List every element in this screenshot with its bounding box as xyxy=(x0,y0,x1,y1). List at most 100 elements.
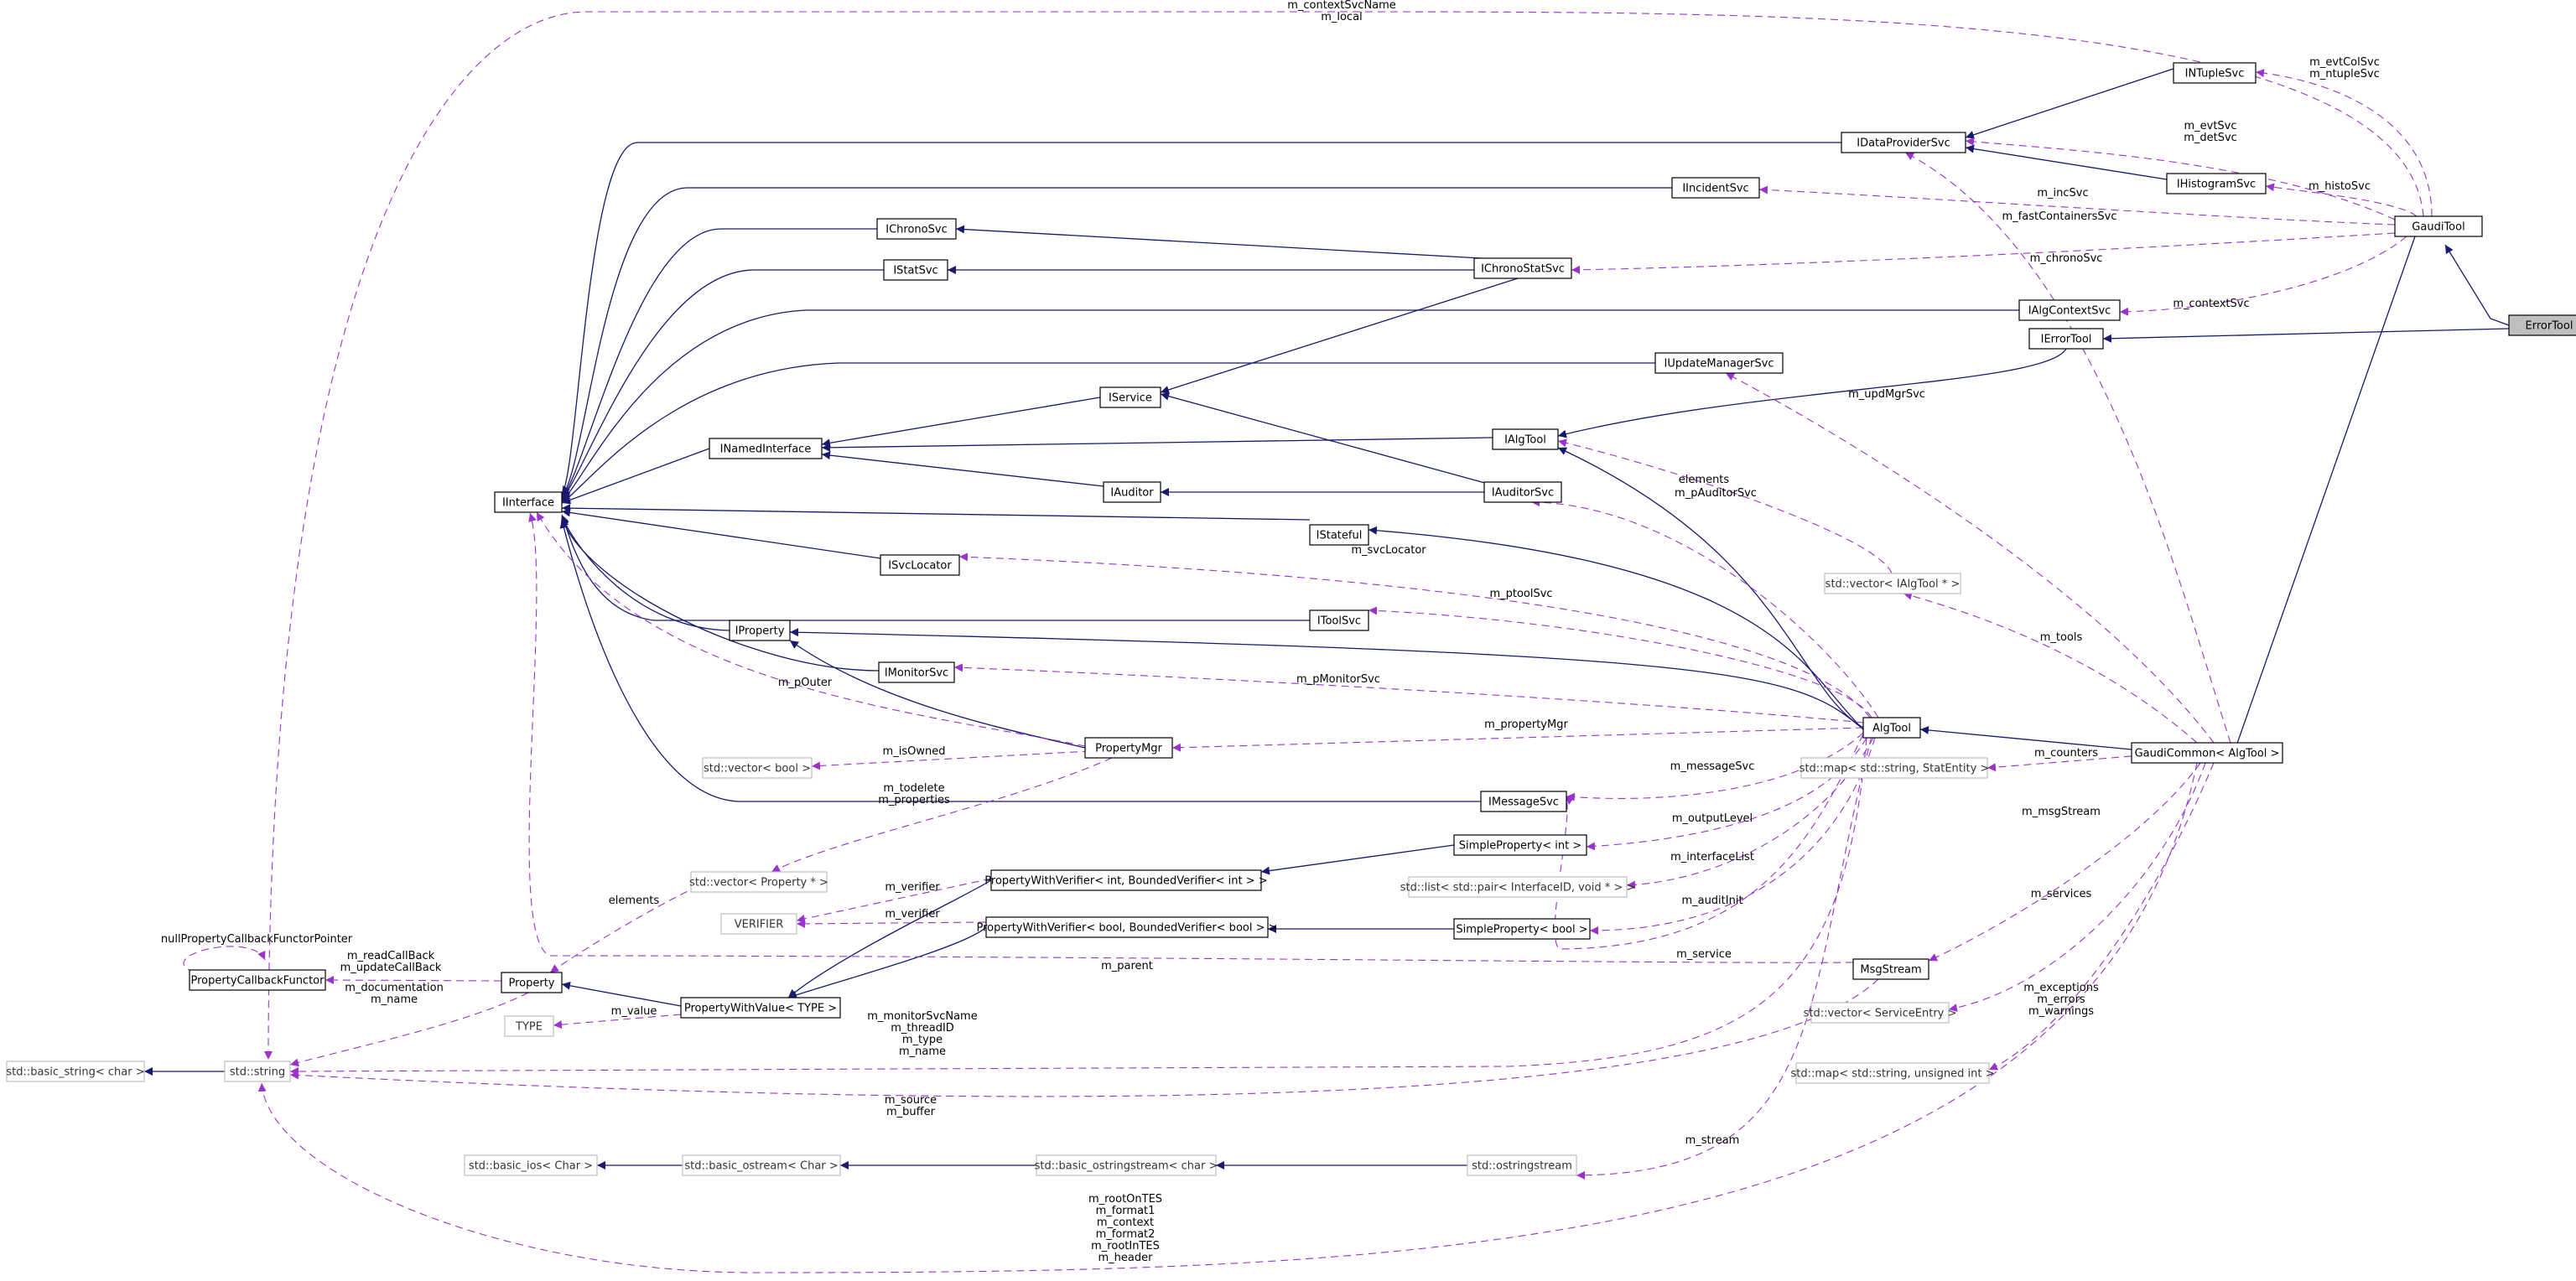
usage-edge-p-auditor-svc xyxy=(1530,498,1879,718)
class-box xyxy=(1036,1154,1217,1176)
class-node-property-callback-functor[interactable]: PropertyCallbackFunctor xyxy=(189,969,326,991)
edge-label-line: m_incSvc xyxy=(2037,187,2088,200)
edge-label-line: m_contextSvcName xyxy=(1287,0,1396,12)
inheritance-edge-ichrono-stat-svc-to-ichrono-svc xyxy=(955,225,1482,259)
edge-label-line: m_documentation xyxy=(345,982,444,994)
usage-edge-inc-svc xyxy=(1758,185,2396,226)
usage-edge-ptool-svc xyxy=(1368,606,1872,718)
class-name: IUpdateManagerSvc xyxy=(1665,358,1774,371)
usage-edge-monitor-svc-name xyxy=(289,737,1867,1076)
edge-label-verifier2: m_verifier xyxy=(885,908,940,921)
class-box xyxy=(1492,428,1559,450)
class-node-ierror-tool[interactable]: IErrorTool xyxy=(2028,328,2104,350)
class-node-ichrono-svc[interactable]: IChronoSvc xyxy=(876,218,957,240)
class-box xyxy=(702,757,813,779)
class-node-idata-provider-svc[interactable]: IDataProviderSvc xyxy=(1841,132,1966,153)
class-node-error-tool[interactable]: ErrorTool xyxy=(2508,314,2576,336)
edge-label-inc-svc: m_incSvc xyxy=(2037,187,2088,200)
class-node-property-with-value[interactable]: PropertyWithValue< TYPE > xyxy=(680,997,841,1019)
edge-label-line: m_context xyxy=(1097,1216,1154,1229)
class-name: IStatSvc xyxy=(893,265,937,277)
class-node-iinterface[interactable]: IInterface xyxy=(494,491,563,513)
class-node-inamed-interface[interactable]: INamedInterface xyxy=(709,438,823,459)
edges-layer xyxy=(144,11,2510,1273)
class-node-vector-bool[interactable]: std::vector< bool > xyxy=(702,757,813,779)
edge-label-line: m_source xyxy=(885,1094,937,1107)
class-node-ialg-tool[interactable]: IAlgTool xyxy=(1492,428,1559,450)
usage-edge-verifier1 xyxy=(796,878,992,923)
class-node-property[interactable]: Property xyxy=(501,972,563,993)
class-node-simple-property-int[interactable]: SimpleProperty< int > xyxy=(1453,834,1587,856)
class-node-vector-service-entry[interactable]: std::vector< ServiceEntry > xyxy=(1804,1002,1957,1024)
class-node-alg-tool[interactable]: AlgTool xyxy=(1862,717,1921,739)
edge-label-line: m_interfaceList xyxy=(1670,851,1754,864)
inheritance-edge-alg-tool-to-istateful xyxy=(1368,526,1864,730)
class-node-pwvbool[interactable]: PropertyWithVerifier< bool, BoundedVerif… xyxy=(976,916,1278,938)
class-node-iincident-svc[interactable]: IIncidentSvc xyxy=(1671,177,1760,199)
class-node-intuple-svc[interactable]: INTupleSvc xyxy=(2173,62,2257,84)
class-node-gaudi-common[interactable]: GaudiCommon< AlgTool > xyxy=(2131,742,2283,764)
class-node-basic-ostringstream[interactable]: std::basic_ostringstream< char > xyxy=(1035,1154,1218,1176)
usage-edge-stream xyxy=(1576,735,1872,1180)
class-node-iauditor[interactable]: IAuditor xyxy=(1103,481,1161,503)
class-node-vector-ialg-tool[interactable]: std::vector< IAlgTool * > xyxy=(1824,573,1961,594)
class-node-iservice[interactable]: IService xyxy=(1099,386,1161,408)
edge-label-line: m_histoSvc xyxy=(2309,180,2371,193)
class-node-gaudi-tool[interactable]: GaudiTool xyxy=(2394,215,2483,237)
class-node-ostringstream[interactable]: std::ostringstream xyxy=(1467,1154,1577,1176)
usage-edge-output-level xyxy=(1586,737,1867,851)
class-node-property-mgr[interactable]: PropertyMgr xyxy=(1084,737,1173,759)
class-node-isvc-locator[interactable]: ISvcLocator xyxy=(880,554,960,576)
edge-label-line: m_services xyxy=(2031,888,2092,900)
class-node-type[interactable]: TYPE xyxy=(504,1015,554,1037)
class-name: std::string xyxy=(230,1066,285,1079)
class-name: IMessageSvc xyxy=(1488,796,1559,809)
class-node-list-pair[interactable]: std::list< std::pair< InterfaceID, void … xyxy=(1400,876,1636,898)
usage-edge-todelete xyxy=(771,757,1113,873)
class-node-basic-string[interactable]: std::basic_string< char > xyxy=(6,1061,145,1082)
class-box xyxy=(1671,177,1760,199)
edge-label-line: m_verifier xyxy=(885,908,940,921)
class-node-itool-svc[interactable]: IToolSvc xyxy=(1309,609,1369,631)
usage-edge-msg-stream xyxy=(1928,762,2201,962)
class-node-ialg-context-svc[interactable]: IAlgContextSvc xyxy=(2018,299,2121,321)
class-node-istateful[interactable]: IStateful xyxy=(1309,524,1369,546)
inheritance-edge-ierror-tool-to-ialg-tool xyxy=(1557,348,2067,438)
class-node-basic-ios[interactable]: std::basic_ios< Char > xyxy=(464,1154,598,1176)
class-node-imonitor-svc[interactable]: IMonitorSvc xyxy=(878,661,955,683)
class-node-iproperty[interactable]: IProperty xyxy=(729,620,791,641)
class-box xyxy=(2166,173,2267,194)
class-name: SimpleProperty< bool > xyxy=(1456,924,1587,936)
class-node-istat-svc[interactable]: IStatSvc xyxy=(883,259,948,281)
class-box xyxy=(1483,481,1562,503)
usage-edge-service xyxy=(1554,734,1864,950)
class-name: SimpleProperty< int > xyxy=(1459,840,1581,853)
class-node-imessage-svc[interactable]: IMessageSvc xyxy=(1480,791,1567,812)
class-box xyxy=(2508,314,2576,336)
class-node-std-string[interactable]: std::string xyxy=(224,1061,291,1082)
inheritance-edge-ichrono-svc-to-iinterface xyxy=(561,228,877,499)
class-box xyxy=(501,972,563,993)
edge-label-is-owned: m_isOwned xyxy=(883,745,946,758)
class-node-iupdate-manager-svc[interactable]: IUpdateManagerSvc xyxy=(1654,352,1784,374)
class-node-ichrono-stat-svc[interactable]: IChronoStatSvc xyxy=(1473,257,1572,279)
class-node-simple-property-bool[interactable]: SimpleProperty< bool > xyxy=(1453,918,1591,940)
edge-label-counters: m_counters xyxy=(2034,747,2098,760)
edge-label-line: m_updMgrSvc xyxy=(1848,388,1925,401)
class-node-map-stat-entity[interactable]: std::map< std::string, StatEntity > xyxy=(1800,757,1990,779)
class-node-map-unsigned[interactable]: std::map< std::string, unsigned int > xyxy=(1791,1062,1995,1084)
class-node-pwvint[interactable]: PropertyWithVerifier< int, BoundedVerifi… xyxy=(984,869,1268,891)
class-node-ihistogram-svc[interactable]: IHistogramSvc xyxy=(2166,173,2267,194)
class-node-verifier[interactable]: VERIFIER xyxy=(720,913,797,935)
class-node-vector-property[interactable]: std::vector< Property * > xyxy=(689,871,828,893)
class-name: IIncidentSvc xyxy=(1682,183,1748,195)
class-node-msg-stream[interactable]: MsgStream xyxy=(1852,958,1929,980)
edge-label-line: m_pOuter xyxy=(778,677,833,689)
class-node-iauditor-svc[interactable]: IAuditorSvc xyxy=(1483,481,1562,503)
class-node-basic-ostream[interactable]: std::basic_ostream< Char > xyxy=(682,1154,841,1176)
usage-edge-read-call-back xyxy=(325,976,502,985)
class-name: IChronoStatSvc xyxy=(1481,263,1565,276)
